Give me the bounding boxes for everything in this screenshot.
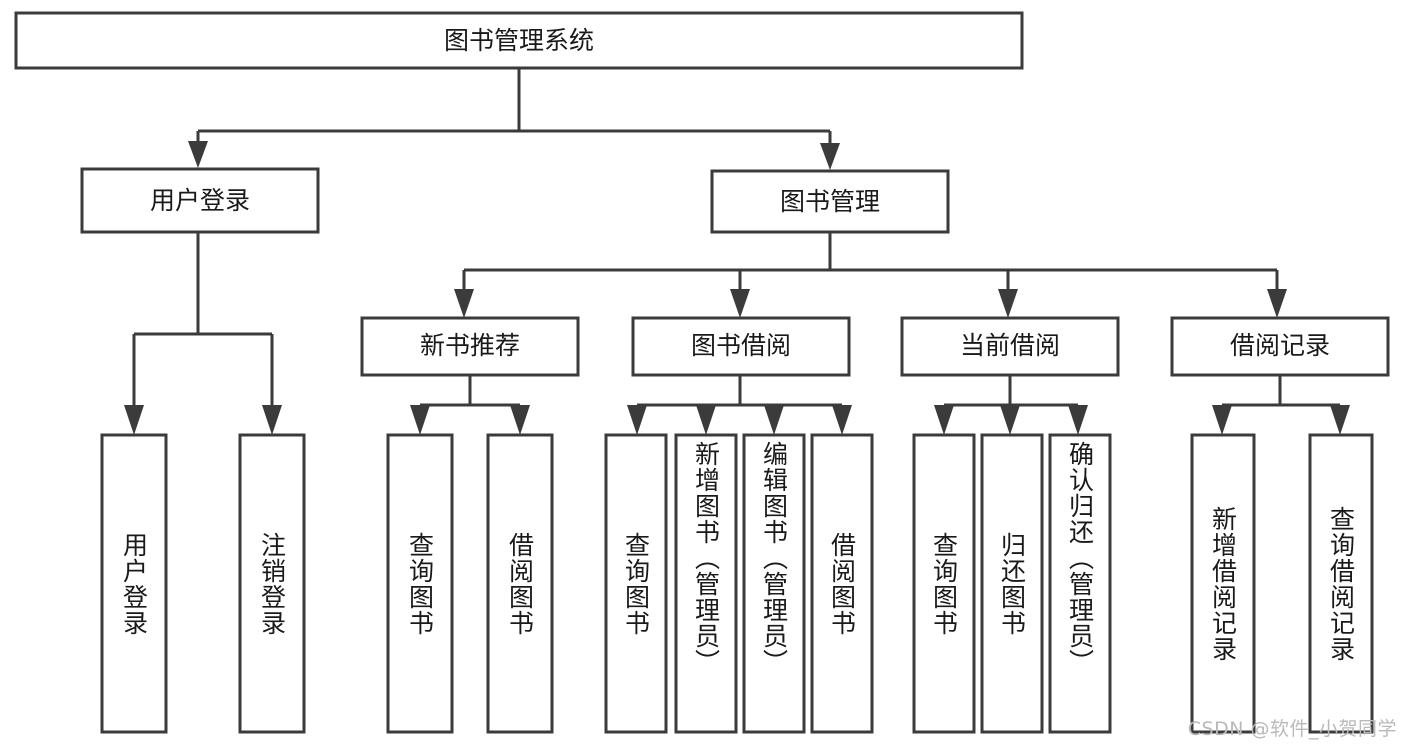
connector-group-book-borrow bbox=[627, 376, 852, 435]
arrow-head-leaf-query-record bbox=[1330, 405, 1350, 435]
node-root-label: 图书管理系统 bbox=[444, 26, 594, 55]
node-user-login-label: 用户登录 bbox=[150, 186, 250, 215]
node-current-borrow-box[interactable] bbox=[900, 316, 1120, 377]
arrow-head-leaf-confirm-return bbox=[1068, 405, 1088, 435]
arrow-head-leaf-edit-book bbox=[764, 405, 784, 435]
arrow-head-leaf-query-book-2 bbox=[627, 405, 647, 435]
node-leaf-user-logout-box[interactable] bbox=[238, 433, 306, 734]
node-leaf-borrow-book-2-box[interactable] bbox=[810, 433, 874, 734]
arrow-head-leaf-borrow-book-2 bbox=[832, 405, 852, 435]
node-leaf-user-login-box[interactable] bbox=[100, 433, 168, 734]
node-leaf-query-book-2-box[interactable] bbox=[604, 433, 668, 734]
arrow-head-current-borrow bbox=[998, 289, 1018, 318]
node-user-login-box[interactable] bbox=[80, 167, 320, 234]
arrow-head-leaf-user-logout bbox=[262, 405, 282, 435]
arrow-head-leaf-return-book bbox=[1000, 405, 1020, 435]
node-book-borrow-box[interactable] bbox=[631, 316, 851, 377]
node-book-manage-box[interactable] bbox=[710, 169, 950, 234]
watermark-text: CSDN @软件_小贺同学 bbox=[1187, 718, 1397, 740]
node-leaf-query-record-box[interactable] bbox=[1308, 433, 1374, 734]
node-leaf-return-book-box[interactable] bbox=[980, 433, 1044, 734]
arrow-head-leaf-borrow-book-1 bbox=[510, 405, 530, 435]
arrow-head-new-book-recommend bbox=[454, 289, 474, 318]
node-borrow-record-box[interactable] bbox=[1170, 316, 1390, 377]
arrow-head-leaf-add-book bbox=[696, 405, 716, 435]
arrow-head-book-borrow bbox=[730, 289, 750, 318]
node-leaf-edit-book-box[interactable] bbox=[742, 433, 806, 734]
arrow-head-leaf-query-book-1 bbox=[410, 405, 430, 435]
arrow-head-book-manage bbox=[820, 143, 840, 170]
node-leaf-borrow-book-1-box[interactable] bbox=[486, 433, 554, 734]
node-leaf-confirm-return-box[interactable] bbox=[1048, 433, 1112, 734]
connector-group-new-book-recommend bbox=[410, 376, 530, 435]
connector-group-user-login bbox=[124, 233, 282, 435]
node-borrow-record-label: 借阅记录 bbox=[1230, 331, 1330, 360]
node-book-borrow-label: 图书借阅 bbox=[691, 331, 791, 360]
node-leaf-add-book-box[interactable] bbox=[674, 433, 738, 734]
connector-group-root bbox=[188, 69, 840, 170]
arrow-head-borrow-record bbox=[1267, 289, 1287, 318]
node-new-book-recommend-label: 新书推荐 bbox=[420, 331, 520, 360]
arrow-head-leaf-query-book-3 bbox=[934, 405, 954, 435]
node-book-manage-label: 图书管理 bbox=[780, 187, 880, 216]
arrow-head-leaf-add-record bbox=[1212, 405, 1232, 435]
node-root-box[interactable] bbox=[14, 11, 1024, 70]
connector-group-borrow-record bbox=[1212, 376, 1350, 435]
connector-group-current-borrow bbox=[934, 376, 1088, 435]
node-current-borrow-label: 当前借阅 bbox=[960, 331, 1060, 360]
node-new-book-recommend-box[interactable] bbox=[360, 316, 580, 377]
node-leaf-query-book-3-box[interactable] bbox=[912, 433, 976, 734]
connector-group-book-manage bbox=[454, 233, 1287, 318]
arrow-head-leaf-user-login bbox=[124, 405, 144, 435]
arrow-head-user-login bbox=[188, 141, 208, 168]
node-leaf-add-record-box[interactable] bbox=[1190, 433, 1256, 734]
node-leaf-query-book-1-box[interactable] bbox=[386, 433, 454, 734]
